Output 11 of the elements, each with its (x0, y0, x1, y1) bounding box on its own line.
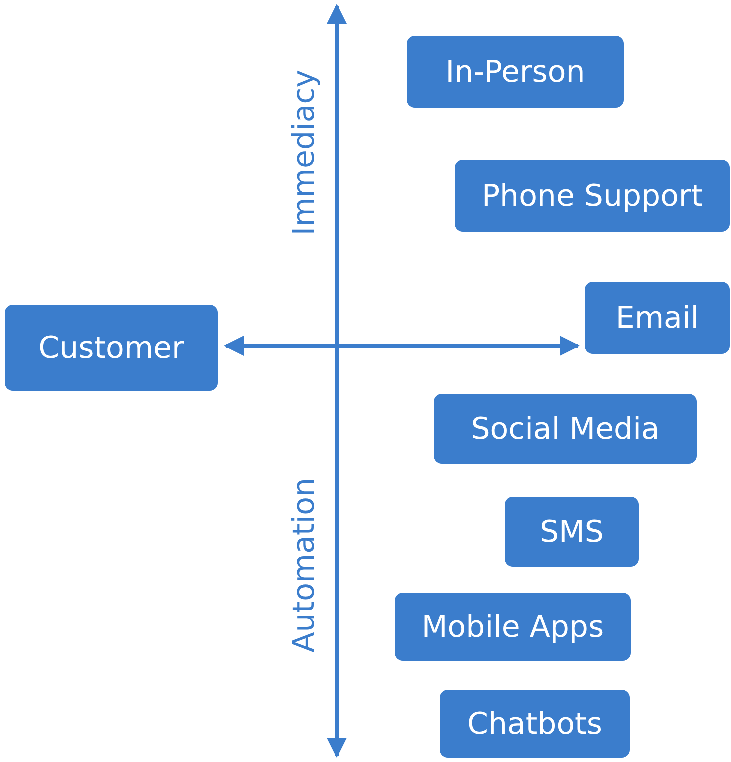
channel-box: Phone Support (455, 160, 730, 232)
double-arrow (224, 336, 580, 356)
axis-label: Immediacy (287, 70, 322, 236)
channel-box: Mobile Apps (395, 593, 631, 661)
axis-label: Automation (287, 478, 322, 653)
channel-box: In-Person (407, 36, 624, 108)
channel-box: Social Media (434, 394, 697, 464)
channel-box: Chatbots (440, 690, 630, 758)
customer-box: Customer (5, 305, 218, 391)
channel-box: SMS (505, 497, 639, 567)
channel-box: Email (585, 282, 730, 354)
